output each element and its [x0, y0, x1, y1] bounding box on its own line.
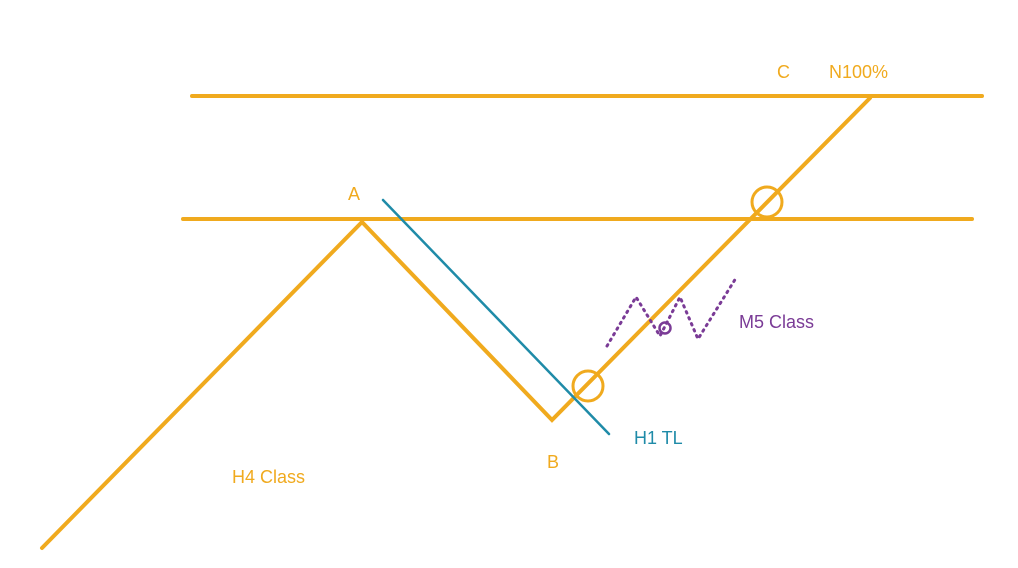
target-label: N100%: [829, 62, 888, 82]
point-a-label: A: [348, 184, 360, 204]
m5-class-label: M5 Class: [739, 312, 814, 332]
level-break-circle: [750, 185, 784, 219]
h1-trendline: [381, 198, 611, 436]
h4-class-label: H4 Class: [232, 467, 305, 487]
trendline-break-circle: [571, 369, 605, 403]
m5-marker-circle: [658, 321, 672, 335]
h4-wave-path: [40, 96, 872, 550]
point-c-label: C: [777, 62, 790, 82]
h1-tl-label: H1 TL: [634, 428, 683, 448]
m5-wave-path: [605, 276, 738, 348]
point-b-label: B: [547, 452, 559, 472]
